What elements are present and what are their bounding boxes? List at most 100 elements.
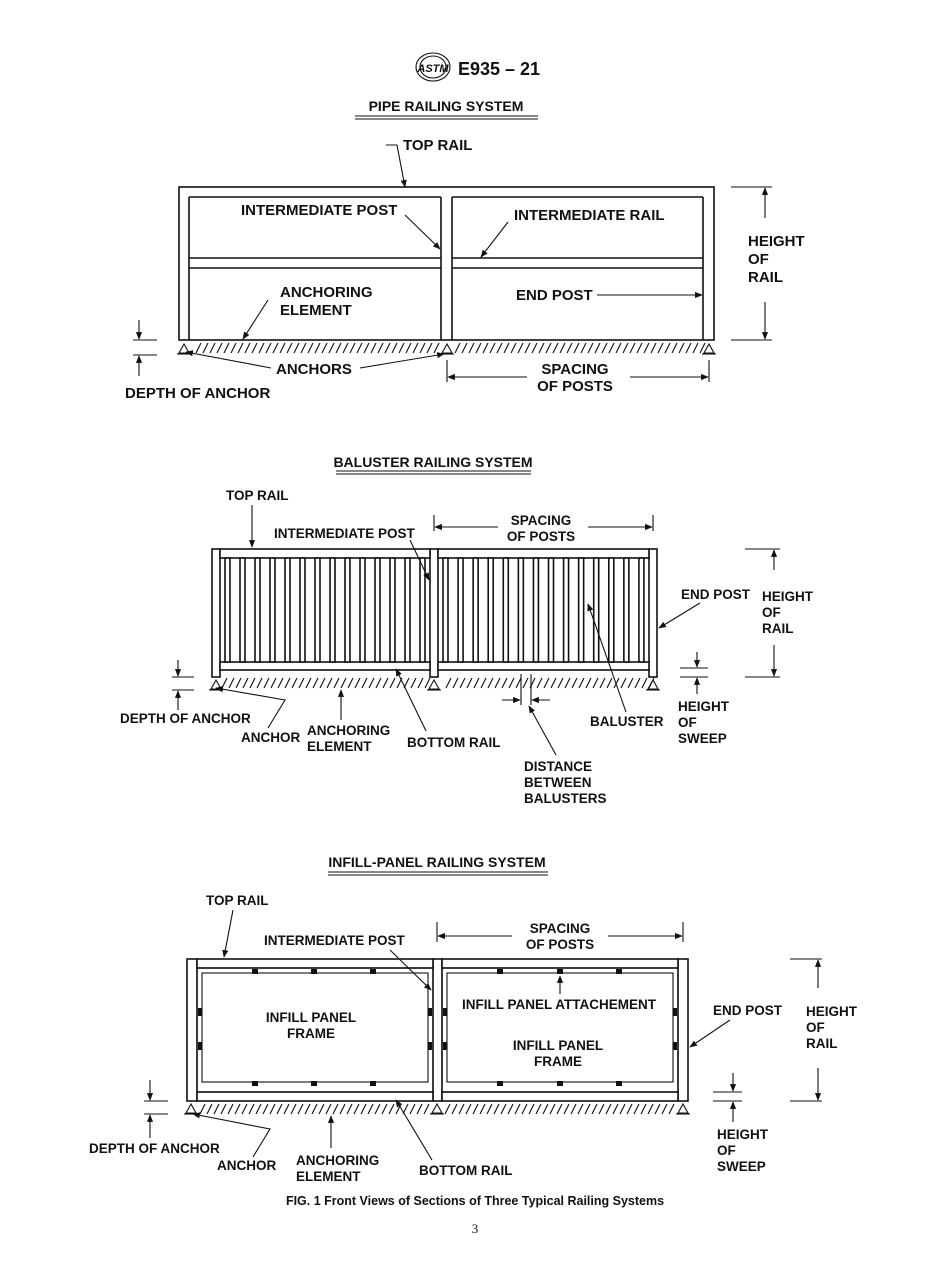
ground-hatch — [335, 342, 342, 354]
baluster-intermediate-post-label: INTERMEDIATE POST — [274, 526, 416, 541]
ground-hatch — [230, 342, 237, 354]
infill-sweep-label-1: HEIGHT — [717, 1127, 769, 1142]
ground-hatch — [349, 342, 356, 354]
ground-hatch — [426, 342, 433, 354]
ground-hatch — [311, 1103, 318, 1115]
ground-hatch — [340, 677, 347, 689]
baluster — [592, 557, 600, 663]
pipe-height-label-3: RAIL — [748, 269, 783, 286]
ground-hatch — [479, 1103, 486, 1115]
ground-hatch — [409, 1103, 416, 1115]
ground-hatch — [417, 677, 424, 689]
ground-hatch — [423, 1103, 430, 1115]
pipe-top-rail-label: TOP RAIL — [403, 137, 472, 154]
ground-hatch — [356, 342, 363, 354]
baluster-sweep-label-3: SWEEP — [678, 731, 727, 746]
ground-hatch — [395, 1103, 402, 1115]
baluster-height-label-3: RAIL — [762, 621, 794, 636]
ground-hatch — [382, 677, 389, 689]
ground-hatch — [466, 677, 473, 689]
ground-hatch — [374, 1103, 381, 1115]
ground-hatch — [699, 342, 706, 354]
panel-clip — [311, 969, 317, 974]
ground-hatch — [284, 677, 291, 689]
ground-hatch — [454, 342, 461, 354]
ground-hatch — [347, 677, 354, 689]
baluster-distance-label-1: DISTANCE — [524, 759, 592, 774]
ground-hatch — [664, 342, 671, 354]
ground-hatch — [319, 677, 326, 689]
panel-clip — [252, 1081, 258, 1086]
ground-hatch — [368, 677, 375, 689]
pipe-anchors-label: ANCHORS — [276, 361, 352, 378]
ground-hatch — [615, 342, 622, 354]
pipe-railing-diagram: PIPE RAILING SYSTEM TOP RAIL INTERMEDIAT… — [125, 98, 805, 402]
ground-hatch — [269, 1103, 276, 1115]
infill-bottom-rail-label: BOTTOM RAIL — [419, 1163, 513, 1178]
ground-hatch — [571, 677, 578, 689]
ground-hatch — [256, 677, 263, 689]
baluster — [299, 557, 306, 663]
ground-hatch — [277, 677, 284, 689]
pipe-depth-label: DEPTH OF ANCHOR — [125, 385, 270, 402]
ground-hatch — [542, 1103, 549, 1115]
panel-clip — [557, 969, 563, 974]
baluster — [389, 557, 396, 663]
pipe-height-label-2: OF — [748, 251, 769, 268]
ground-hatch — [342, 342, 349, 354]
ground-hatch — [599, 677, 606, 689]
pipe-intermediate-post-label: INTERMEDIATE POST — [241, 202, 397, 219]
ground-hatch — [458, 1103, 465, 1115]
baluster — [239, 557, 246, 663]
ground-hatch — [472, 1103, 479, 1115]
ground-hatch — [468, 342, 475, 354]
ground-hatch — [501, 677, 508, 689]
ground-hatch — [360, 1103, 367, 1115]
baluster — [359, 557, 366, 663]
ground-hatch — [661, 1103, 668, 1115]
baluster — [254, 557, 261, 663]
ground-hatch — [550, 677, 557, 689]
ground-hatch — [451, 1103, 458, 1115]
ground-hatch — [234, 1103, 241, 1115]
ground-hatch — [626, 1103, 633, 1115]
ground-hatch — [475, 342, 482, 354]
baluster — [457, 557, 464, 663]
ground-hatch — [353, 1103, 360, 1115]
ground-hatch — [559, 342, 566, 354]
ground-hatch — [503, 342, 510, 354]
ground-hatch — [493, 1103, 500, 1115]
baluster — [517, 557, 525, 663]
ground-hatch — [654, 1103, 661, 1115]
ground-hatch — [577, 1103, 584, 1115]
panel-clip — [428, 1042, 432, 1050]
ground-hatch — [241, 1103, 248, 1115]
ground-hatch — [209, 342, 216, 354]
panel-clip — [370, 969, 376, 974]
ground-hatch — [535, 1103, 542, 1115]
ground-hatch — [318, 1103, 325, 1115]
ground-hatch — [500, 1103, 507, 1115]
anchor-symbol — [441, 342, 453, 354]
baluster — [224, 557, 231, 663]
baluster-height-label-2: OF — [762, 605, 781, 620]
baluster-top-rail-label: TOP RAIL — [226, 488, 289, 503]
ground-hatch — [641, 677, 648, 689]
infill-attachment-label: INFILL PANEL ATTACHEMENT — [462, 997, 657, 1012]
ground-hatch — [195, 342, 202, 354]
infill-height-label-1: HEIGHT — [806, 1004, 858, 1019]
anchor-symbol — [185, 1102, 197, 1114]
ground-hatch — [339, 1103, 346, 1115]
ground-hatch — [601, 342, 608, 354]
ground-hatch — [608, 342, 615, 354]
ground-hatch — [528, 1103, 535, 1115]
baluster — [314, 557, 321, 663]
ground-hatch — [305, 677, 312, 689]
ground-hatch — [643, 342, 650, 354]
ground-hatch — [291, 677, 298, 689]
ground-hatch — [482, 342, 489, 354]
ground-hatch — [587, 342, 594, 354]
ground-hatch — [346, 1103, 353, 1115]
ground-hatch — [244, 342, 251, 354]
